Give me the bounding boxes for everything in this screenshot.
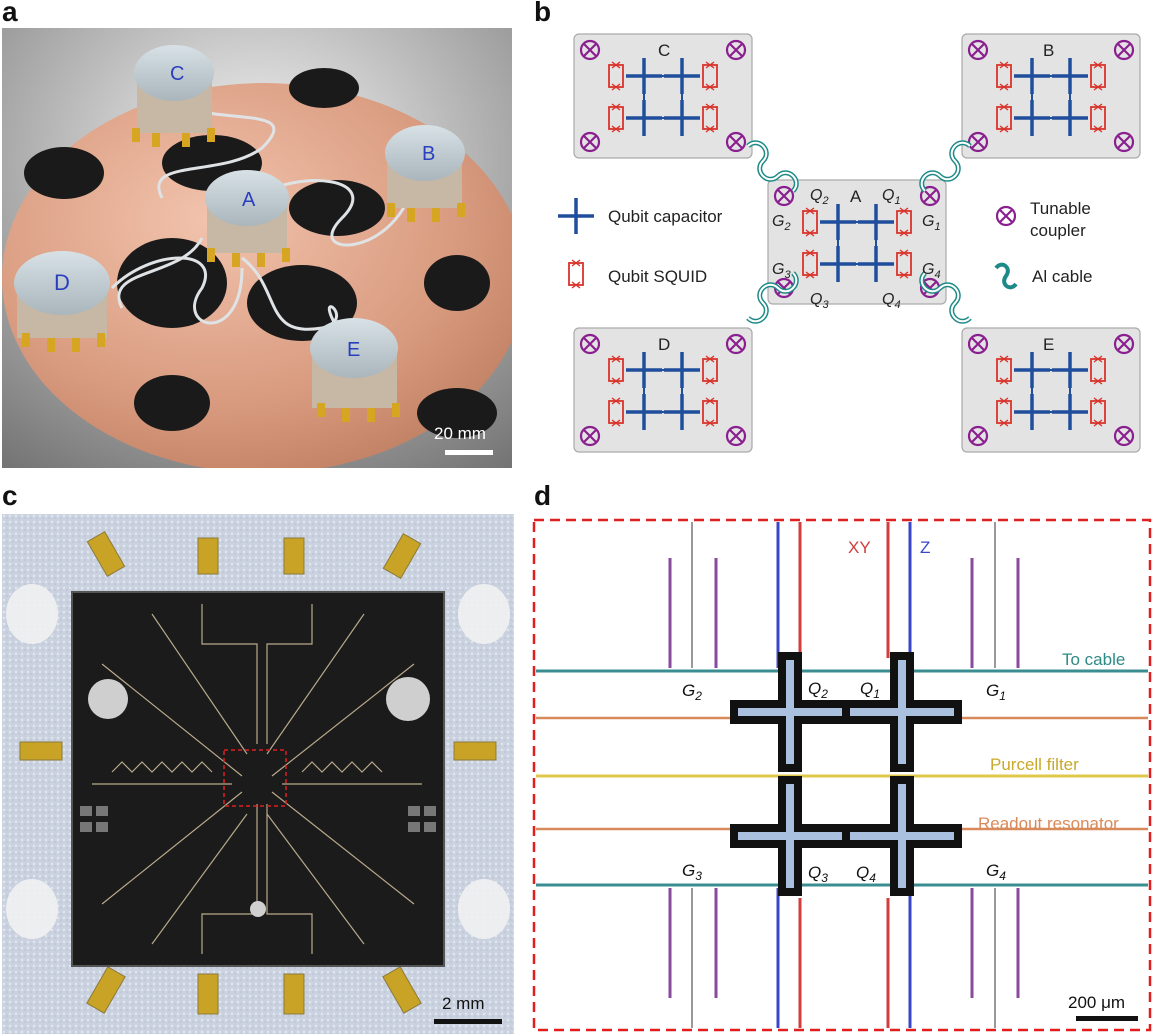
legend-qubit-capacitor: Qubit capacitor [608, 207, 723, 226]
scale-bar-a [445, 450, 493, 455]
scale-bar-c-label: 2 mm [442, 994, 485, 1013]
module-c: C [134, 45, 214, 133]
panel-b-schematic: C B D E A Q2 Q1 Q3 Q4 G2 G1 G3 G4 Qub [556, 28, 1150, 468]
qubit-labels-d: Q2 Q1 Q3 Q4 G2 G1 G3 G4 [682, 679, 1006, 885]
module-d-schematic: D [574, 328, 752, 452]
svg-text:B: B [1043, 41, 1054, 60]
svg-text:Q3: Q3 [810, 291, 829, 311]
module-a: A [205, 170, 289, 253]
svg-text:Al cable: Al cable [1032, 267, 1092, 286]
svg-text:E: E [1043, 335, 1054, 354]
al-cable-icon [994, 262, 1018, 290]
svg-text:C: C [658, 41, 670, 60]
readout-resonator-label: Readout resonator [978, 814, 1119, 833]
svg-text:Q4: Q4 [882, 291, 901, 311]
svg-text:G3: G3 [772, 261, 791, 281]
svg-text:Q4: Q4 [856, 863, 876, 885]
scale-bar-c [434, 1019, 502, 1024]
logo-left [88, 679, 128, 719]
svg-text:D: D [54, 270, 70, 295]
qubit-q3-cross [730, 776, 850, 896]
scale-bar-d [1076, 1016, 1138, 1021]
svg-text:coupler: coupler [1030, 221, 1086, 240]
xy-label: XY [848, 538, 871, 557]
svg-text:G1: G1 [986, 681, 1006, 703]
svg-text:G1: G1 [922, 213, 941, 233]
logo-right [386, 677, 430, 721]
svg-text:Tunable: Tunable [1030, 199, 1091, 218]
svg-text:A: A [242, 189, 256, 211]
module-d: D [14, 251, 110, 338]
svg-text:D: D [658, 335, 670, 354]
module-b-schematic: B [962, 34, 1140, 158]
legend: Qubit capacitor Qubit SQUID Tunable coup… [556, 196, 1092, 290]
module-c-schematic: C [574, 34, 752, 158]
copper-plate-illustration: C B A D E [2, 28, 512, 468]
zoom-frame [532, 518, 1152, 1032]
panel-a-photo: C B A D E [2, 28, 512, 468]
qubit-squid-icon [568, 259, 584, 289]
svg-text:G3: G3 [682, 861, 702, 883]
tunable-coupler-icon [995, 205, 1017, 227]
svg-text:G4: G4 [986, 861, 1006, 883]
panel-c-photo: 2 mm [2, 514, 514, 1034]
purcell-filter-label: Purcell filter [990, 755, 1079, 774]
module-a-labels: Q2 Q1 Q3 Q4 G2 G1 G3 G4 [772, 187, 941, 311]
module-b: B [385, 125, 465, 208]
chip-illustration [2, 514, 514, 1034]
spider-logo [250, 901, 266, 917]
panel-letter-b: b [534, 0, 552, 27]
svg-text:Q2: Q2 [810, 187, 829, 207]
module-e-schematic: E [962, 328, 1140, 452]
legend-qubit-squid: Qubit SQUID [608, 267, 707, 286]
svg-text:Q3: Q3 [808, 863, 828, 885]
zoom-region-box [223, 749, 287, 807]
to-cable-label: To cable [1062, 650, 1125, 669]
module-a-schematic: A [768, 180, 946, 304]
z-label: Z [920, 538, 930, 557]
svg-text:Q1: Q1 [860, 679, 880, 701]
qubit-capacitor-icon [556, 196, 596, 236]
svg-text:G2: G2 [682, 681, 702, 703]
svg-text:C: C [170, 63, 184, 85]
svg-text:A: A [850, 187, 862, 206]
svg-text:Q2: Q2 [808, 679, 828, 701]
module-e: E [310, 318, 398, 408]
svg-text:Q1: Q1 [882, 187, 901, 207]
panel-letter-a: a [2, 0, 18, 27]
svg-text:G4: G4 [922, 261, 941, 281]
panel-letter-d: d [534, 480, 552, 511]
scale-bar-a-label: 20 mm [434, 424, 486, 443]
panel-d-layout: Q2 Q1 Q3 Q4 G2 G1 G3 G4 XY Z To cable Pu… [532, 518, 1152, 1032]
svg-text:B: B [422, 143, 435, 165]
scale-bar-d-label: 200 μm [1068, 993, 1125, 1012]
svg-text:E: E [347, 339, 360, 361]
panel-letter-c: c [2, 480, 18, 511]
svg-text:G2: G2 [772, 213, 791, 233]
